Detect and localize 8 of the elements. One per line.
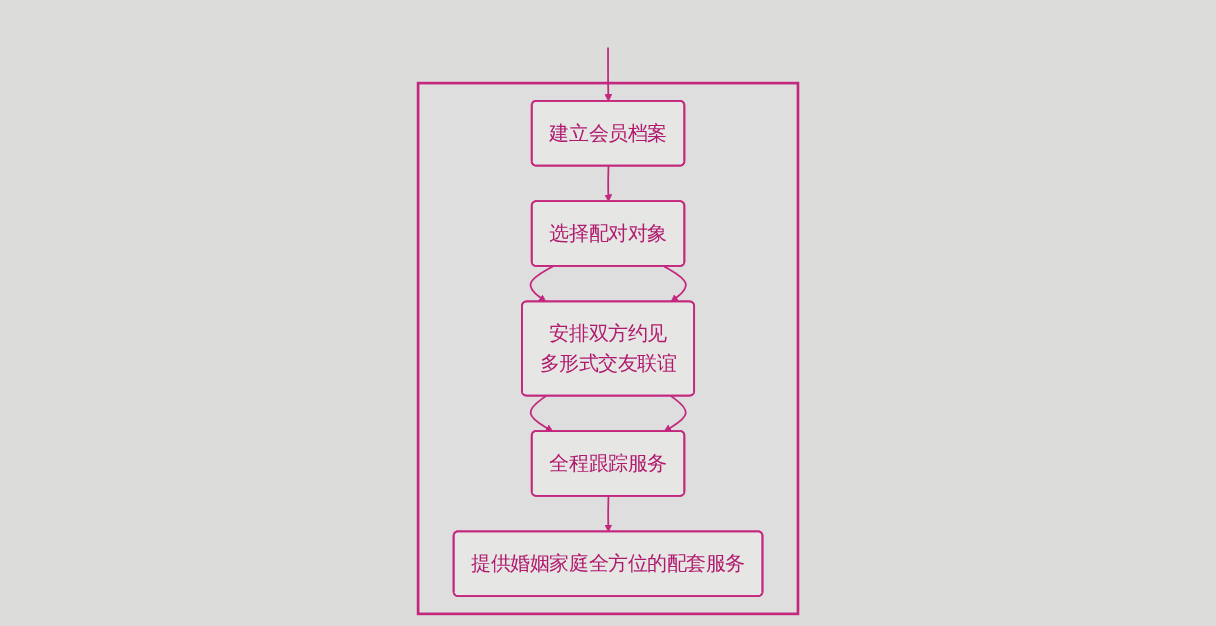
arrow: [529, 265, 554, 303]
arrow: [663, 395, 687, 432]
arrow: [529, 395, 554, 432]
arrow: [604, 165, 613, 202]
arrow: [604, 46, 613, 102]
cluster: [416, 81, 800, 616]
arrow: [604, 495, 613, 533]
arrow: [663, 265, 687, 303]
